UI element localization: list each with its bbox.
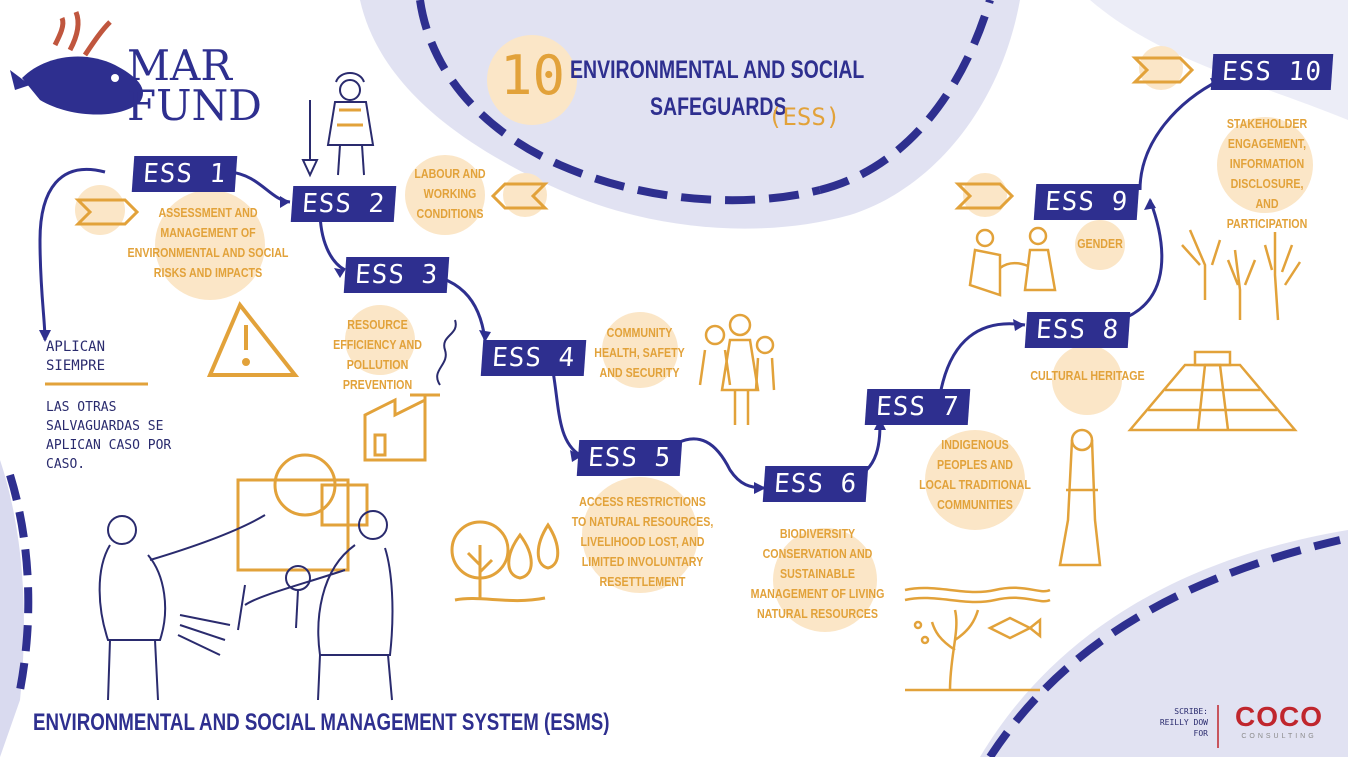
river-left-shading (0, 460, 24, 757)
ess-5-label: ACCESS RESTRICTIONS TO NATURAL RESOURCES… (571, 494, 714, 589)
ess-9-label: GENDER (1077, 236, 1123, 251)
title-line-1: ENVIRONMENTAL AND SOCIAL (570, 56, 865, 84)
ess-4-box: ESS 4 (480, 340, 587, 376)
indigenous-woman-icon (1058, 428, 1102, 567)
note-others: LAS OTRAS SALVAGUARDAS SE APLICAN CASO P… (46, 400, 172, 472)
ess-8-box: ESS 8 (1024, 312, 1131, 348)
coco-brand: COCO (1235, 701, 1323, 732)
ess-6-label: BIODIVERSITY CONSERVATION AND SUSTAINABL… (750, 526, 885, 621)
ess-4-label: COMMUNITY HEALTH, SAFETY AND SECURITY (594, 325, 685, 380)
title-number: 10 (500, 44, 566, 107)
pyramid-icon (1127, 350, 1298, 432)
people-drawing-icon (98, 510, 394, 701)
tree-icon (450, 520, 560, 603)
ess-1-label: ASSESSMENT AND MANAGEMENT OF ENVIRONMENT… (127, 205, 289, 280)
ess-10-box: ESS 10 (1210, 54, 1334, 90)
reef-icon (904, 586, 1051, 692)
ess-9-box: ESS 9 (1033, 184, 1140, 220)
raised-hands-icon (1181, 229, 1302, 321)
ess-7-box: ESS 7 (864, 389, 971, 425)
smoke-icon (436, 319, 457, 386)
river-band-right (819, 0, 994, 194)
marfund-logo: MAR FUND (127, 41, 262, 130)
coco-logo: COCO CONSULTING (1233, 702, 1325, 742)
logo-line-1: MAR (127, 41, 232, 90)
ess-7-label: INDIGENOUS PEOPLES AND LOCAL TRADITIONAL… (919, 437, 1031, 512)
footer-title: ENVIRONMENTAL AND SOCIAL MANAGEMENT SYST… (33, 709, 610, 736)
river-br-band (986, 536, 1341, 757)
ess-2-box: ESS 2 (290, 186, 397, 222)
ess-2-label: LABOUR AND WORKING CONDITIONS (414, 166, 486, 221)
title-line-2: SAFEGUARDS (650, 93, 787, 121)
venn-diagram-icon (236, 453, 369, 572)
ess-3-box: ESS 3 (343, 257, 450, 293)
ess-5-box: ESS 5 (576, 440, 683, 476)
handshake-icon (968, 226, 1057, 297)
scribe-credit: SCRIBE: REILLY DOW FOR (1159, 707, 1208, 738)
ess-1-box: ESS 1 (131, 156, 238, 192)
marfund-fish-icon (10, 11, 143, 115)
ess-3-label: RESOURCE EFFICIENCY AND POLLUTION PREVEN… (333, 317, 422, 392)
warning-icon (206, 301, 300, 377)
river-br-shading (980, 530, 1348, 757)
factory-icon (363, 393, 440, 462)
ess-6-box: ESS 6 (762, 466, 869, 502)
worker-vest (337, 108, 363, 127)
family-icon (698, 313, 776, 425)
title-abbreviation: (ESS) (768, 103, 841, 131)
highlight-blobs (75, 35, 1313, 632)
ess-10-label: STAKEHOLDER ENGAGEMENT, INFORMATION DISC… (1226, 116, 1308, 231)
logo-line-2: FUND (127, 81, 262, 130)
note-always: APLICAN SIEMPRE (46, 339, 106, 374)
river-left-band (6, 473, 33, 701)
coco-subtitle: CONSULTING (1241, 733, 1317, 740)
river-band-left (416, 0, 821, 205)
worker-icon (301, 72, 375, 178)
orange-tag-arrows (74, 56, 1195, 226)
ess-8-label: CULTURAL HERITAGE (1030, 368, 1145, 383)
